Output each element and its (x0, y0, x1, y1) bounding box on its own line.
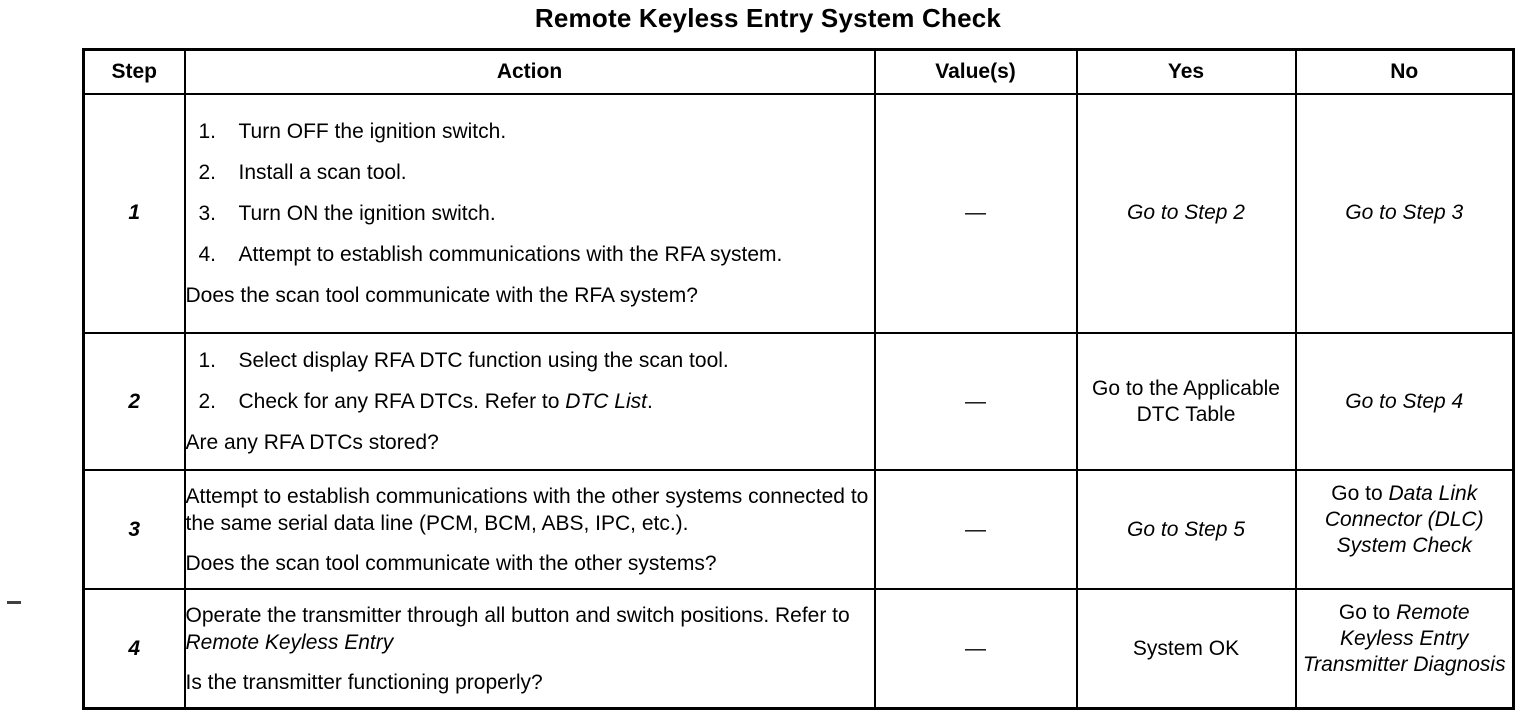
action-step-list: 1. Select display RFA DTC function using… (186, 347, 874, 415)
yes-cell: Go to Step 2 (1075, 93, 1297, 334)
action-cell: 1. Turn OFF the ignition switch. 2. Inst… (183, 93, 876, 334)
action-paragraph: Attempt to establish communications with… (185, 484, 869, 535)
scan-artifact-mark (7, 601, 21, 604)
column-header-yes: Yes (1075, 48, 1297, 95)
list-item: 2. Install a scan tool. (186, 159, 874, 186)
action-cell: Operate the transmitter through all butt… (183, 588, 876, 711)
action-question: Does the scan tool communicate with the … (185, 283, 698, 307)
no-text: Go to Step 3 (1345, 201, 1464, 225)
yes-cell: Go to Step 5 (1075, 469, 1297, 591)
no-text-reference: Remote Keyless Entry Transmitter Diagnos… (1302, 601, 1506, 677)
list-item-text: Turn OFF the ignition switch. (238, 119, 507, 143)
list-item-number: 2. (198, 390, 217, 414)
action-paragraph: Operate the transmitter through all butt… (186, 602, 874, 656)
page-title: Remote Keyless Entry System Check (534, 3, 1002, 33)
yes-cell: System OK (1075, 588, 1297, 711)
yes-text: Go to the Applicable DTC Table (1092, 376, 1280, 426)
list-item-number: 1. (198, 349, 217, 373)
step-number: 3 (82, 469, 186, 591)
list-item-text: Select display RFA DTC function using th… (238, 349, 729, 373)
list-item-text: Attempt to establish communications with… (238, 242, 783, 266)
no-cell: Go to Step 4 (1294, 331, 1515, 472)
no-cell: Go to Data Link Connector (DLC) System C… (1294, 469, 1515, 591)
yes-cell: Go to the Applicable DTC Table (1075, 331, 1297, 472)
table-row: 1 1. Turn OFF the ignition switch. 2. In… (82, 93, 1515, 334)
list-item: 1. Select display RFA DTC function using… (186, 347, 874, 374)
list-item-text: Turn ON the ignition switch. (238, 201, 496, 225)
list-item-number: 2. (198, 160, 217, 184)
list-item-number: 1. (198, 119, 217, 143)
yes-text: Go to Step 2 (1127, 201, 1245, 225)
step-number: 1 (82, 93, 186, 334)
diagnostic-table: Step Action Value(s) Yes No 1 1. Turn OF… (82, 48, 1515, 711)
list-item-text-reference: DTC List (565, 390, 647, 414)
list-item: 2. Check for any RFA DTCs. Refer to DTC … (186, 388, 874, 415)
yes-text: Go to Step 5 (1127, 517, 1245, 541)
value-cell: — (873, 469, 1078, 591)
no-cell: Go to Step 3 (1294, 93, 1515, 334)
value-cell: — (873, 331, 1078, 472)
list-item: 4. Attempt to establish communications w… (186, 241, 874, 268)
action-question: Are any RFA DTCs stored? (185, 431, 439, 455)
no-text-prefix: Go to (1338, 601, 1397, 625)
action-paragraph-reference: Remote Keyless Entry (185, 630, 394, 654)
table-row: 3 Attempt to establish communications wi… (82, 469, 1515, 591)
list-item-text: Install a scan tool. (238, 160, 407, 184)
value-cell: — (873, 93, 1078, 334)
list-item-number: 4. (198, 242, 217, 266)
list-item: 1. Turn OFF the ignition switch. (186, 118, 874, 145)
column-header-no: No (1294, 48, 1515, 95)
table-header-row: Step Action Value(s) Yes No (82, 48, 1515, 95)
table-row: 4 Operate the transmitter through all bu… (82, 588, 1515, 711)
list-item: 3. Turn ON the ignition switch. (186, 200, 874, 227)
step-number: 4 (82, 588, 186, 711)
action-paragraph-prefix: Operate the transmitter through all butt… (185, 603, 850, 627)
action-cell: 1. Select display RFA DTC function using… (183, 331, 876, 472)
step-number: 2 (82, 331, 186, 472)
column-header-value: Value(s) (873, 48, 1078, 95)
no-text-prefix: Go to (1331, 482, 1389, 506)
value-cell: — (873, 588, 1078, 711)
action-question: Does the scan tool communicate with the … (185, 551, 717, 575)
no-text: Go to Step 4 (1345, 389, 1464, 413)
diagnostic-table-container: Step Action Value(s) Yes No 1 1. Turn OF… (82, 48, 1515, 711)
action-cell: Attempt to establish communications with… (183, 469, 876, 591)
yes-text: System OK (1132, 636, 1240, 660)
column-header-step: Step (82, 48, 186, 95)
action-question: Is the transmitter functioning properly? (185, 670, 543, 694)
list-item-text-suffix: . (646, 390, 653, 414)
no-text-reference: Data Link Connector (DLC) System Check (1324, 482, 1484, 558)
list-item-text-prefix: Check for any RFA DTCs. Refer to (238, 390, 566, 414)
table-row: 2 1. Select display RFA DTC function usi… (82, 331, 1515, 472)
column-header-action: Action (183, 48, 876, 95)
action-step-list: 1. Turn OFF the ignition switch. 2. Inst… (186, 118, 874, 268)
no-cell: Go to Remote Keyless Entry Transmitter D… (1294, 588, 1515, 711)
list-item-number: 3. (198, 201, 217, 225)
